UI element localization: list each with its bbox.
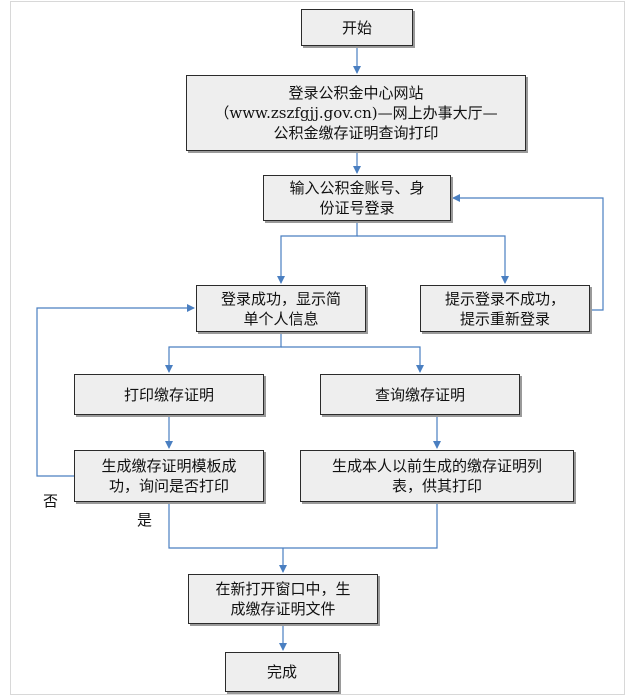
success-to-print-connector <box>165 332 282 373</box>
failed-retry-connector <box>452 194 604 311</box>
login-success-node-text: 登录成功，显示简 单个人信息 <box>220 289 341 328</box>
success-to-query-connector <box>281 346 424 373</box>
yes-branch-label: 是 <box>137 511 153 529</box>
enter-credentials-node: 输入公积金账号、身 份证号登录 <box>263 175 451 221</box>
generate-file-node: 在新打开窗口中，生 成缴存证明文件 <box>188 574 378 624</box>
login-failed-node: 提示登录不成功， 提示重新登录 <box>420 285 590 332</box>
generate-file-node-text: 在新打开窗口中，生 成缴存证明文件 <box>215 580 351 618</box>
template-yes-connector <box>168 502 283 549</box>
enter-credentials-node-text: 输入公积金账号、身 份证号登录 <box>289 179 425 217</box>
print-certificate-node: 打印缴存证明 <box>74 374 264 415</box>
login-site-node-text: 登录公积金中心网站 （www.zszfgjj.gov.cn)—网上办事大厅— 公… <box>214 84 498 142</box>
list-to-merge-connector <box>283 502 438 549</box>
no-branch-label: 否 <box>43 492 59 510</box>
credentials-to-failed-connector <box>357 235 509 284</box>
list-generated-node: 生成本人以前生成的缴存证明列 表，供其打印 <box>300 450 574 502</box>
complete-node-text: 完成 <box>266 663 297 681</box>
list-generated-node-text: 生成本人以前生成的缴存证明列 表，供其打印 <box>331 457 542 495</box>
credentials-to-success-connector <box>277 221 358 284</box>
print-certificate-node-text: 打印缴存证明 <box>123 385 214 404</box>
start-node-text: 开始 <box>341 18 372 37</box>
template-generated-node-text: 生成缴存证明模板成 功，询问是否打印 <box>101 457 237 495</box>
login-success-node: 登录成功，显示简 单个人信息 <box>196 285 366 332</box>
start-node: 开始 <box>301 9 413 46</box>
template-no-loop-connector <box>36 304 195 477</box>
complete-node: 完成 <box>225 652 339 692</box>
login-failed-node-text: 提示登录不成功， 提示重新登录 <box>444 289 565 328</box>
login-site-node: 登录公积金中心网站 （www.zszfgjj.gov.cn)—网上办事大厅— 公… <box>186 75 526 151</box>
template-generated-node: 生成缴存证明模板成 功，询问是否打印 <box>74 450 264 502</box>
query-certificate-node-text: 查询缴存证明 <box>374 385 465 404</box>
query-certificate-node: 查询缴存证明 <box>320 374 520 415</box>
